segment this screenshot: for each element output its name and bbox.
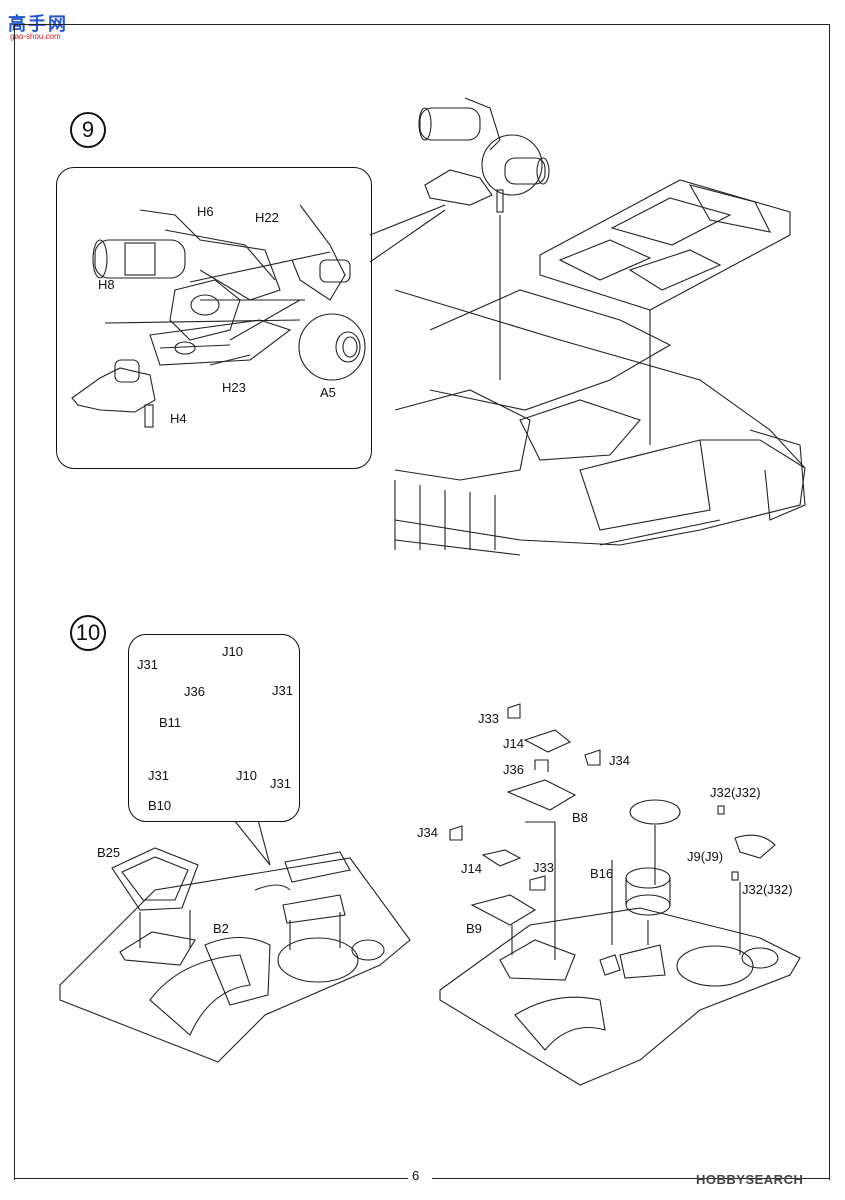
part-label-j31: J31: [148, 768, 169, 783]
bottom-rule: [432, 1178, 830, 1179]
part-label-j14: J14: [461, 861, 482, 876]
assembly-guide-line: [139, 910, 341, 950]
gun-mantlet-exploded-drawing: [71, 204, 366, 428]
hobbysearch-watermark: HOBBYSEARCH: [696, 1172, 804, 1187]
step-number-10: 10: [70, 615, 106, 651]
part-label-b11: B11: [159, 715, 182, 730]
part-label-b16: B16: [590, 866, 614, 881]
gun-assembly-drawing: [418, 97, 550, 380]
logo-url: gao-shou.com: [10, 32, 61, 41]
part-label-j10: J10: [222, 644, 243, 659]
part-label-a5: A5: [320, 385, 336, 400]
part-label-j32: J32(J32): [742, 882, 793, 897]
part-label-h4: H4: [170, 411, 187, 426]
part-label-j31: J31: [270, 776, 291, 791]
hull-drawing: [394, 289, 806, 556]
engine-deck-drawing: [539, 179, 791, 445]
part-label-b9: B9: [466, 921, 482, 936]
callout-pointer-line: [229, 814, 271, 866]
part-label-h6: H6: [197, 204, 214, 219]
part-label-j14: J14: [503, 736, 524, 751]
part-label-j31: J31: [272, 683, 293, 698]
step10-detail-callout: [128, 634, 300, 822]
part-label-j34: J34: [417, 825, 438, 840]
part-label-j9: J9(J9): [687, 849, 724, 864]
page-frame: [14, 24, 830, 1180]
part-label-h23: H23: [222, 380, 246, 395]
callout-pointer-line: [369, 204, 446, 236]
part-label-b25: B25: [97, 845, 121, 860]
part-label-j33: J33: [533, 860, 554, 875]
part-label-j36: J36: [503, 762, 524, 777]
part-label-h8: H8: [98, 277, 115, 292]
step-number-9: 9: [70, 112, 106, 148]
part-label-b10: B10: [148, 798, 172, 813]
roof-plate-right-drawing: [439, 703, 801, 1086]
roof-plate-left-drawing: [59, 847, 411, 1063]
callout-pointer-line: [369, 209, 446, 263]
bottom-rule: [14, 1178, 408, 1179]
step9-detail-callout: [56, 167, 372, 469]
part-label-b2: B2: [213, 921, 229, 936]
part-label-j33: J33: [478, 711, 499, 726]
page-number: 6: [412, 1168, 420, 1183]
part-label-b8: B8: [572, 810, 588, 825]
assembly-guide-line: [511, 821, 741, 960]
part-label-j34: J34: [609, 753, 630, 768]
page-frame-left: [14, 24, 15, 1180]
part-label-j10: J10: [236, 768, 257, 783]
part-label-j31: J31: [137, 657, 158, 672]
part-label-j36: J36: [184, 684, 205, 699]
part-label-j32: J32(J32): [710, 785, 761, 800]
part-label-h22: H22: [255, 210, 279, 225]
